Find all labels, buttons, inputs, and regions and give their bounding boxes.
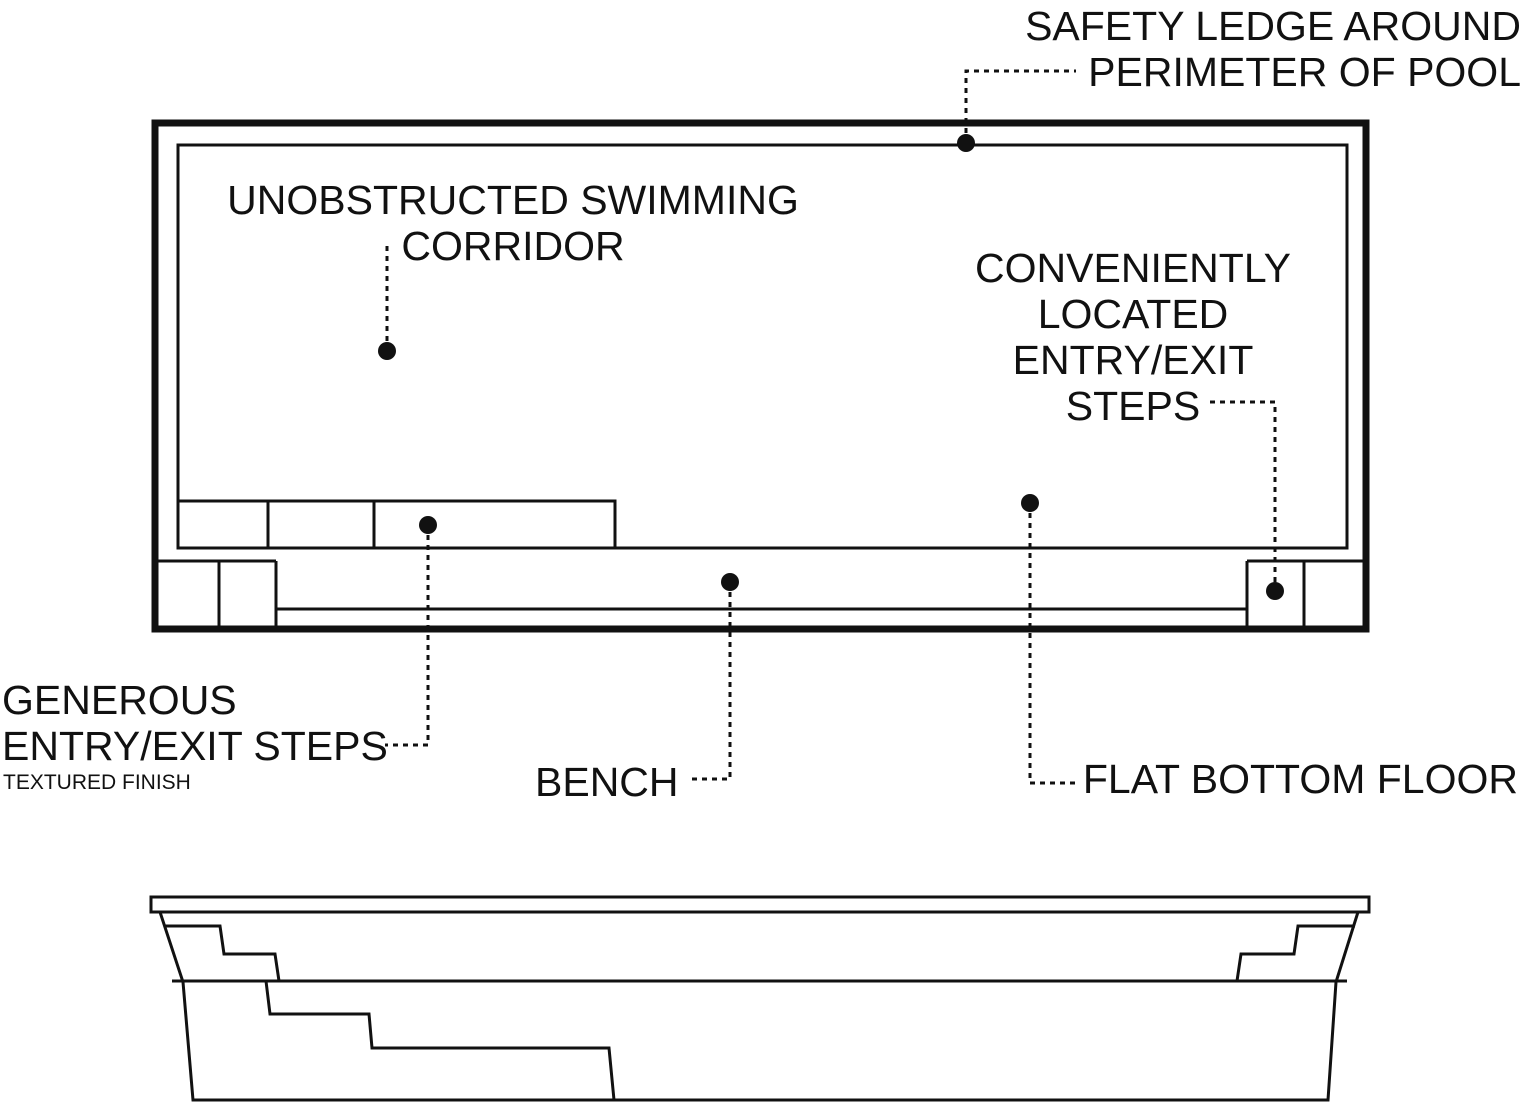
generous-steps-dot — [419, 516, 437, 534]
entry-exit-right-label-line-4: STEPS — [1066, 383, 1200, 429]
plan-view — [151, 119, 1370, 633]
section-left-corner-steps — [165, 924, 281, 982]
swimming-corridor-label-line-1: UNOBSTRUCTED SWIMMING — [227, 177, 799, 223]
entry-exit-right-label-line-3: ENTRY/EXIT — [1013, 337, 1254, 383]
bench-label: BENCH — [535, 759, 679, 805]
safety-ledge-label-line-2: PERIMETER OF POOL — [1088, 49, 1521, 95]
flat-bottom-label: FLAT BOTTOM FLOOR — [1083, 756, 1518, 802]
pool-outer-edge — [151, 119, 1370, 633]
flat-bottom-leader — [1028, 503, 1075, 785]
bench-leader — [688, 582, 732, 781]
generous-steps-leader — [385, 525, 430, 747]
labels: SAFETY LEDGE AROUND PERIMETER OF POOL UN… — [2, 3, 1521, 805]
section-rim — [149, 895, 1371, 1102]
callouts — [378, 69, 1284, 785]
entry-exit-right-dot — [1266, 582, 1284, 600]
entry-exit-right-label-line-1: CONVENIENTLY — [975, 245, 1291, 291]
textured-finish-label: TEXTURED FINISH — [3, 771, 191, 794]
generous-steps-label-line-1: GENEROUS — [2, 677, 237, 723]
pool-inner-edge — [176, 143, 1349, 550]
flat-bottom-dot — [1021, 494, 1039, 512]
safety-ledge-dot — [957, 134, 975, 152]
section-generous-steps — [264, 980, 616, 1101]
entry-exit-right-label-line-2: LOCATED — [1038, 291, 1229, 337]
safety-ledge-leader — [964, 69, 1076, 143]
generous-steps-outline — [178, 499, 617, 548]
entry-exit-right-leader — [1210, 400, 1277, 591]
bench-dot — [721, 573, 739, 591]
section-right-corner-steps — [1235, 924, 1355, 982]
safety-ledge-label-line-1: SAFETY LEDGE AROUND — [1025, 3, 1521, 49]
generous-steps-label-line-2: ENTRY/EXIT STEPS — [2, 723, 388, 769]
swimming-corridor-dot — [378, 342, 396, 360]
section-view — [149, 895, 1371, 1102]
swimming-corridor-label-line-2: CORRIDOR — [401, 223, 624, 269]
